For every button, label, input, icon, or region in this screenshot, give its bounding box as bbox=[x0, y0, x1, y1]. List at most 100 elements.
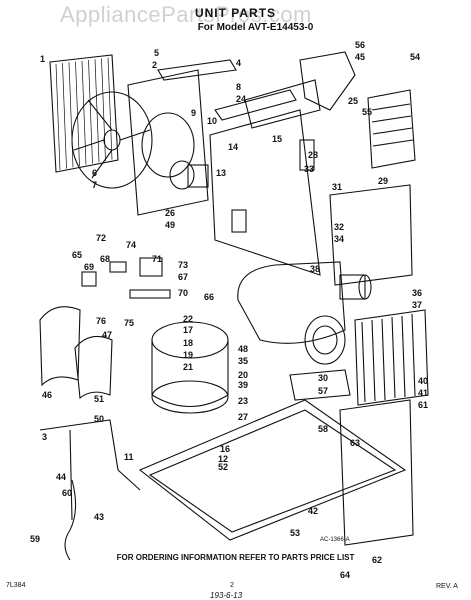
callout-5: 5 bbox=[154, 48, 159, 58]
callout-38: 38 bbox=[310, 264, 320, 274]
callout-30: 30 bbox=[318, 373, 328, 383]
callout-9: 9 bbox=[191, 108, 196, 118]
callout-64: 64 bbox=[340, 570, 350, 580]
callout-8: 8 bbox=[236, 82, 241, 92]
callout-56: 56 bbox=[355, 40, 365, 50]
callout-44: 44 bbox=[56, 472, 66, 482]
blower-housing bbox=[237, 261, 346, 365]
callout-33: 33 bbox=[304, 164, 314, 174]
blower-motor bbox=[339, 274, 372, 300]
callout-73: 73 bbox=[178, 260, 188, 270]
callout-11: 11 bbox=[124, 452, 134, 462]
callout-39: 39 bbox=[238, 380, 248, 390]
handwritten-date: 193-6-13 bbox=[210, 591, 243, 600]
callout-51: 51 bbox=[94, 394, 104, 404]
model-subtitle: For Model AVT-E14453-0 bbox=[197, 22, 314, 33]
callout-76: 76 bbox=[96, 316, 106, 326]
fan-shroud bbox=[127, 69, 209, 216]
page-number: 2 bbox=[230, 582, 234, 589]
document-code: 7L384 bbox=[6, 582, 26, 589]
compressor bbox=[151, 321, 229, 414]
callout-7: 7 bbox=[92, 180, 97, 190]
coil-fin bbox=[68, 62, 74, 168]
callout-74: 74 bbox=[126, 240, 136, 250]
callout-70: 70 bbox=[178, 288, 188, 298]
callout-4: 4 bbox=[236, 58, 241, 68]
callout-15: 15 bbox=[272, 134, 282, 144]
callout-21: 21 bbox=[183, 362, 193, 372]
top-bracket bbox=[214, 89, 297, 121]
callout-55: 55 bbox=[362, 107, 372, 117]
coil-fin bbox=[55, 63, 61, 171]
callout-53: 53 bbox=[290, 528, 300, 538]
figure-reference-code: AC-1366-A bbox=[320, 537, 350, 543]
callout-25: 25 bbox=[348, 96, 358, 106]
callout-12: 12 bbox=[218, 454, 228, 464]
callout-36: 36 bbox=[412, 288, 422, 298]
coil-fin bbox=[81, 60, 87, 165]
condenser-coil-left bbox=[49, 54, 119, 173]
diagram-title: UNIT PARTS bbox=[194, 6, 277, 20]
callout-20: 20 bbox=[238, 370, 248, 380]
callout-27: 27 bbox=[238, 412, 248, 422]
heater-element bbox=[367, 89, 416, 169]
callout-24: 24 bbox=[236, 94, 246, 104]
callout-75: 75 bbox=[124, 318, 134, 328]
callout-41: 41 bbox=[418, 388, 428, 398]
callout-3: 3 bbox=[42, 432, 47, 442]
coil-fin bbox=[88, 59, 93, 164]
callout-47: 47 bbox=[102, 330, 112, 340]
callout-10: 10 bbox=[207, 116, 217, 126]
callout-28: 28 bbox=[308, 150, 318, 160]
callout-54: 54 bbox=[410, 52, 420, 62]
partition-panel bbox=[209, 79, 321, 276]
callout-63: 63 bbox=[350, 438, 360, 448]
callout-67: 67 bbox=[178, 272, 188, 282]
callout-37: 37 bbox=[412, 300, 422, 310]
callout-18: 18 bbox=[183, 338, 193, 348]
callout-66: 66 bbox=[204, 292, 214, 302]
coil-fin bbox=[62, 63, 67, 169]
callout-26: 26 bbox=[165, 208, 175, 218]
fan-motor bbox=[169, 160, 209, 190]
callout-35: 35 bbox=[238, 356, 248, 366]
callout-19: 19 bbox=[183, 350, 193, 360]
callout-16: 16 bbox=[220, 444, 230, 454]
filter-panel bbox=[289, 369, 414, 546]
refrigerant-tubing bbox=[39, 419, 141, 521]
callout-2: 2 bbox=[152, 60, 157, 70]
callout-71: 71 bbox=[152, 254, 162, 264]
callout-65: 65 bbox=[72, 250, 82, 260]
callout-13: 13 bbox=[216, 168, 226, 178]
callout-46: 46 bbox=[42, 390, 52, 400]
callout-50: 50 bbox=[94, 414, 104, 424]
callout-31: 31 bbox=[332, 182, 342, 192]
callout-6: 6 bbox=[92, 168, 97, 178]
coil-fin bbox=[107, 57, 113, 160]
callout-49: 49 bbox=[165, 220, 175, 230]
callout-58: 58 bbox=[318, 424, 328, 434]
callout-57: 57 bbox=[318, 386, 328, 396]
base-pan bbox=[138, 399, 407, 541]
control-panel bbox=[329, 184, 413, 286]
callout-22: 22 bbox=[183, 314, 193, 324]
callout-34: 34 bbox=[334, 234, 344, 244]
callout-48: 48 bbox=[238, 344, 248, 354]
callout-29: 29 bbox=[378, 176, 388, 186]
shield-47 bbox=[74, 335, 113, 400]
fan-blade bbox=[71, 91, 153, 189]
callout-40: 40 bbox=[418, 376, 428, 386]
callout-32: 32 bbox=[334, 222, 344, 232]
callout-1: 1 bbox=[40, 54, 45, 64]
ordering-note: FOR ORDERING INFORMATION REFER TO PARTS … bbox=[116, 553, 355, 562]
callout-43: 43 bbox=[94, 512, 104, 522]
callout-17: 17 bbox=[183, 325, 193, 335]
revision-label: REV. A bbox=[436, 583, 458, 590]
callout-52: 52 bbox=[218, 462, 228, 472]
shield-46 bbox=[39, 306, 81, 387]
callout-45: 45 bbox=[355, 52, 365, 62]
callout-14: 14 bbox=[228, 142, 238, 152]
